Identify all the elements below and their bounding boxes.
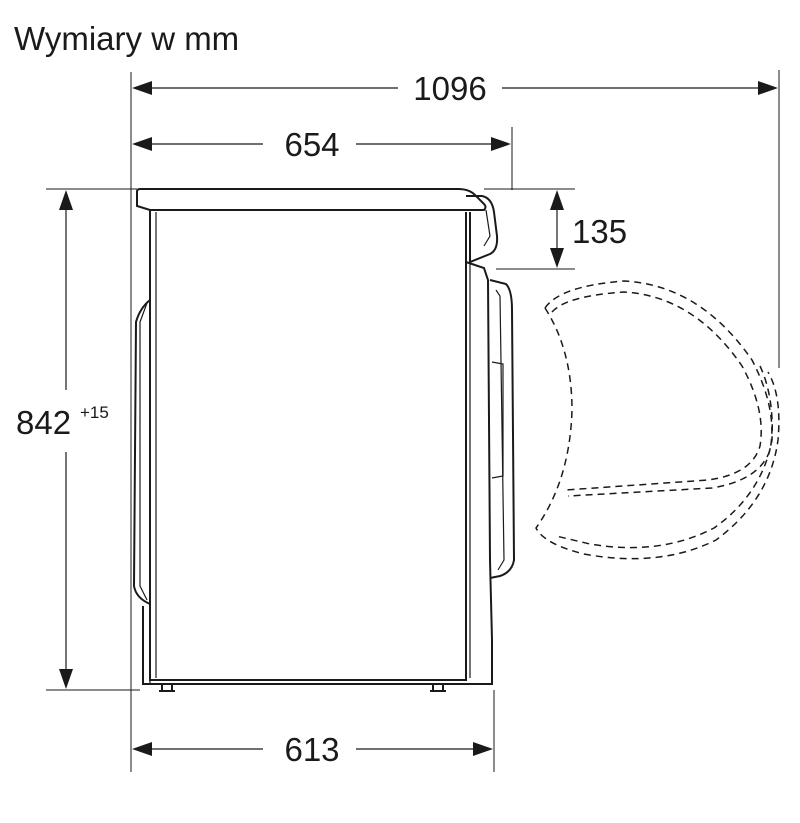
door-open-lower xyxy=(535,307,780,560)
dimension-label-height: 842 xyxy=(16,404,71,441)
dimension-label-total-depth: 1096 xyxy=(413,70,486,107)
door-open-outline xyxy=(535,280,780,560)
door-open-outer xyxy=(544,280,773,497)
dimension-label-depth-body: 613 xyxy=(284,731,339,768)
dimension-1096: 1096 xyxy=(132,70,778,107)
dimension-label-height-tolerance: +15 xyxy=(80,403,109,422)
door-closed xyxy=(489,279,516,579)
appliance-base xyxy=(142,606,493,685)
dimension-842: 842 +15 xyxy=(16,190,109,689)
appliance-side-view xyxy=(132,188,516,692)
dimension-label-door-protrusion: 135 xyxy=(572,213,627,250)
dimension-613: 613 xyxy=(132,731,493,768)
drawing-title: Wymiary w mm xyxy=(14,20,239,57)
appliance-rear-panel xyxy=(132,299,151,605)
door-open-inner xyxy=(551,291,762,491)
dimension-654: 654 xyxy=(132,126,511,163)
rear-foot xyxy=(161,683,173,692)
extension-lines xyxy=(46,70,780,772)
dimension-135: 135 xyxy=(550,190,627,268)
appliance-body xyxy=(149,210,467,681)
dimension-label-depth-top: 654 xyxy=(284,126,339,163)
control-panel xyxy=(466,195,499,264)
appliance-top-plate xyxy=(136,188,487,211)
front-foot xyxy=(432,683,444,692)
